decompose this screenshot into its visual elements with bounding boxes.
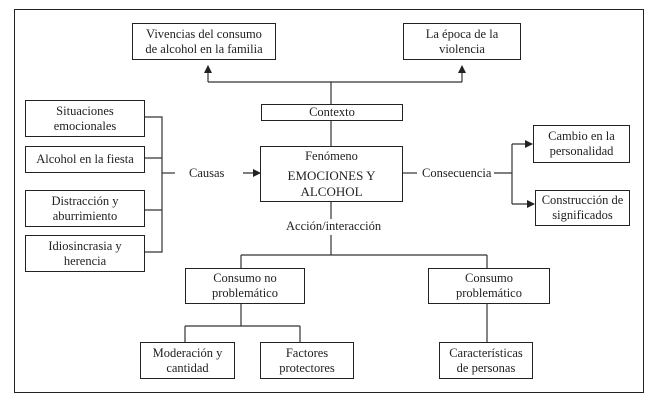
node-text: Consumo no problemático: [212, 271, 278, 300]
node-contexto: Contexto: [261, 104, 403, 121]
node-cause-situaciones-emocionales: Situaciones emocionales: [25, 100, 145, 137]
node-text: Construcción de significados: [541, 193, 624, 222]
node-text: Contexto: [309, 105, 355, 119]
node-text: Características de personas: [449, 345, 523, 375]
node-text: Situaciones emocionales: [53, 103, 117, 133]
node-consumo-problematico: Consumo problemático: [428, 268, 550, 304]
node-text: Moderación y cantidad: [152, 345, 223, 375]
phenomenon-label: Fenómeno: [305, 148, 358, 163]
line-causes-bracket: [145, 116, 163, 253]
node-epoca-violencia: La época de la violencia: [403, 23, 521, 60]
causes-label: Causas: [189, 166, 225, 181]
node-text: Idiosincrasia y herencia: [48, 238, 122, 268]
node-consumo-no-problematico: Consumo no problemático: [185, 268, 305, 304]
action-label: Acción/interacción: [286, 219, 382, 234]
node-cambio-personalidad: Cambio en la personalidad: [533, 125, 630, 163]
node-text: Consumo problemático: [456, 271, 522, 300]
node-text: Cambio en la personalidad: [548, 129, 615, 158]
node-fenomeno: Fenómeno EMOCIONES Y ALCOHOL: [260, 146, 403, 202]
node-cause-distraccion: Distracción y aburrimiento: [25, 190, 145, 227]
node-moderacion-cantidad: Moderación y cantidad: [140, 342, 235, 379]
node-caracteristicas-personas: Características de personas: [439, 342, 533, 379]
node-text: La época de la violencia: [425, 26, 499, 56]
node-text: Vivencias del consumo de alcohol en la f…: [145, 26, 263, 56]
diagram-frame: [14, 9, 644, 393]
phenomenon-title: EMOCIONES Y ALCOHOL: [287, 167, 376, 199]
node-cause-idiosincrasia: Idiosincrasia y herencia: [25, 235, 145, 272]
node-cause-alcohol-fiesta: Alcohol en la fiesta: [25, 146, 145, 173]
node-text: Distracción y aburrimiento: [51, 193, 119, 223]
node-text: Alcohol en la fiesta: [36, 152, 134, 166]
node-vivencias-familia: Vivencias del consumo de alcohol en la f…: [132, 23, 276, 60]
node-construccion-significados: Construcción de significados: [535, 190, 630, 226]
consequence-label: Consecuencia: [422, 166, 492, 181]
node-factores-protectores: Factores protectores: [260, 342, 354, 379]
node-text: Factores protectores: [279, 345, 335, 375]
